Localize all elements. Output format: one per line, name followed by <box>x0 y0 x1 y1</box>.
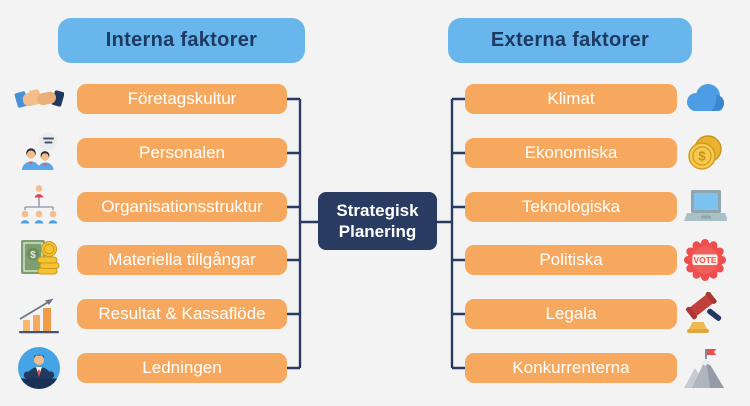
item-legala: Legala <box>465 299 677 329</box>
gavel-icon <box>683 292 727 336</box>
handshake-icon <box>14 76 64 122</box>
svg-text:$: $ <box>30 250 36 261</box>
internal-factors-header: Interna faktorer <box>58 18 305 63</box>
item-ledningen: Ledningen <box>77 353 287 383</box>
item-politiska: Politiska <box>465 245 677 275</box>
item-organisationsstruktur: Organisationsstruktur <box>77 192 287 222</box>
center-label-line1: Strategisk <box>336 200 419 220</box>
item-materiella-tillgangar: Materiella tillgångar <box>77 245 287 275</box>
strategic-planning-node: Strategisk Planering <box>318 192 437 250</box>
item-foretagskultur: Företagskultur <box>77 84 287 114</box>
growth-chart-icon <box>16 291 62 337</box>
item-klimat: Klimat <box>465 84 677 114</box>
external-factors-header: Externa faktorer <box>448 18 692 63</box>
center-label-line2: Planering <box>338 222 417 241</box>
vote-badge-icon: VOTE <box>683 238 727 282</box>
mountain-flag-icon <box>683 346 727 390</box>
people-chat-icon <box>16 130 62 176</box>
laptop-icon <box>683 185 727 229</box>
item-personalen: Personalen <box>77 138 287 168</box>
org-chart-icon <box>16 184 62 230</box>
cloud-icon <box>683 77 727 121</box>
item-ekonomiska: Ekonomiska <box>465 138 677 168</box>
item-konkurrenterna: Konkurrenterna <box>465 353 677 383</box>
item-resultat-kassaflode: Resultat & Kassaflöde <box>77 299 287 329</box>
manager-icon <box>16 345 62 391</box>
coins-icon: $ <box>683 131 727 175</box>
item-teknologiska: Teknologiska <box>465 192 677 222</box>
svg-text:$: $ <box>698 149 706 164</box>
money-icon: $ <box>16 237 62 283</box>
vote-badge-text: VOTE <box>693 255 716 265</box>
